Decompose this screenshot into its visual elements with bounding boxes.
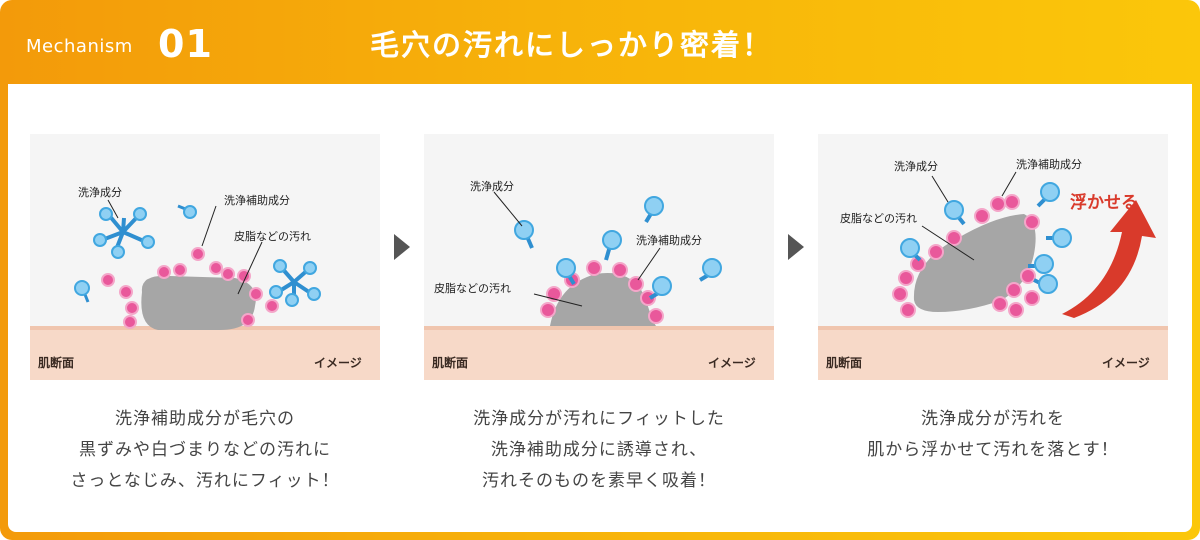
auxiliary-molecules (101, 247, 279, 329)
label-image-2: イメージ (708, 356, 756, 370)
label-auxiliary: 洗浄補助成分 (224, 193, 290, 207)
diagram-panel-1: 洗浄成分 洗浄補助成分 皮脂などの汚れ (30, 134, 380, 380)
cleansing-molecules (900, 182, 1072, 294)
caption-1-line-1: 洗浄補助成分が毛穴の (115, 409, 295, 429)
cleansing-molecules (514, 196, 722, 300)
label-skin-section-3: 肌断面 (826, 356, 863, 370)
label-image-1: イメージ (314, 356, 362, 370)
label-sebum: 皮脂などの汚れ (840, 211, 917, 225)
label-sebum: 皮脂などの汚れ (234, 229, 311, 243)
sebum-dirt-blob (141, 275, 256, 330)
caption-3-line-1: 洗浄成分が汚れを (921, 409, 1065, 429)
label-auxiliary: 洗浄補助成分 (636, 233, 702, 247)
label-skin-section-1: 肌断面 (38, 356, 75, 370)
step-arrow-1 (394, 234, 410, 260)
section-label: Mechanism (26, 36, 133, 57)
diagram-panel-2: 洗浄成分 洗浄補助成分 皮脂などの汚れ (424, 134, 774, 380)
caption-3: 洗浄成分が汚れを 肌から浮かせて汚れを落とす！ (818, 404, 1168, 466)
section-title: 毛穴の汚れにしっかり密着！ (370, 28, 774, 62)
diagram-2-illustration: 洗浄成分 洗浄補助成分 皮脂などの汚れ (424, 179, 774, 380)
caption-2-line-2: 洗浄補助成分に誘導され、 (490, 440, 708, 460)
diagram-1-illustration: 洗浄成分 洗浄補助成分 皮脂などの汚れ (30, 185, 380, 380)
caption-1-line-3: さっとなじみ、汚れにフィット！ (70, 471, 340, 491)
label-cleansing: 洗浄成分 (894, 159, 938, 173)
label-skin-section-2: 肌断面 (432, 356, 469, 370)
cleansing-cluster-1 (93, 207, 155, 259)
header-bar: Mechanism 01 毛穴の汚れにしっかり密着！ (0, 0, 1200, 84)
skin-layer (818, 326, 1168, 380)
label-cleansing: 洗浄成分 (78, 185, 122, 199)
label-sebum: 皮脂などの汚れ (434, 281, 511, 295)
caption-2-line-3: 汚れそのものを素早く吸着！ (482, 471, 716, 491)
caption-1-line-2: 黒ずみや白づまりなどの汚れに (79, 440, 331, 460)
sebum-dirt-blob (913, 214, 1036, 312)
auxiliary-molecules (892, 194, 1040, 318)
label-auxiliary: 洗浄補助成分 (1016, 157, 1082, 171)
step-arrow-2 (788, 234, 804, 260)
skin-layer (424, 326, 774, 380)
cleansing-molecule-free (74, 204, 197, 303)
diagram-panel-3: 洗浄成分 洗浄補助成分 皮脂などの汚れ 浮かせる (818, 134, 1168, 380)
label-image-3: イメージ (1102, 356, 1150, 370)
caption-3-line-2: 肌から浮かせて汚れを落とす！ (867, 440, 1119, 460)
caption-2-line-1: 洗浄成分が汚れにフィットした (473, 409, 725, 429)
auxiliary-molecules (540, 260, 664, 324)
caption-1: 洗浄補助成分が毛穴の 黒ずみや白づまりなどの汚れに さっとなじみ、汚れにフィット… (30, 404, 380, 497)
lift-arrow-icon (1062, 200, 1156, 318)
caption-2: 洗浄成分が汚れにフィットした 洗浄補助成分に誘導され、 汚れそのものを素早く吸着… (424, 404, 774, 497)
section-number: 01 (158, 22, 213, 66)
cleansing-cluster-2 (269, 259, 321, 307)
diagram-3-illustration: 洗浄成分 洗浄補助成分 皮脂などの汚れ 浮かせる (818, 157, 1168, 380)
label-lift: 浮かせる (1070, 192, 1138, 213)
skin-layer (30, 326, 380, 380)
label-cleansing: 洗浄成分 (470, 179, 514, 193)
